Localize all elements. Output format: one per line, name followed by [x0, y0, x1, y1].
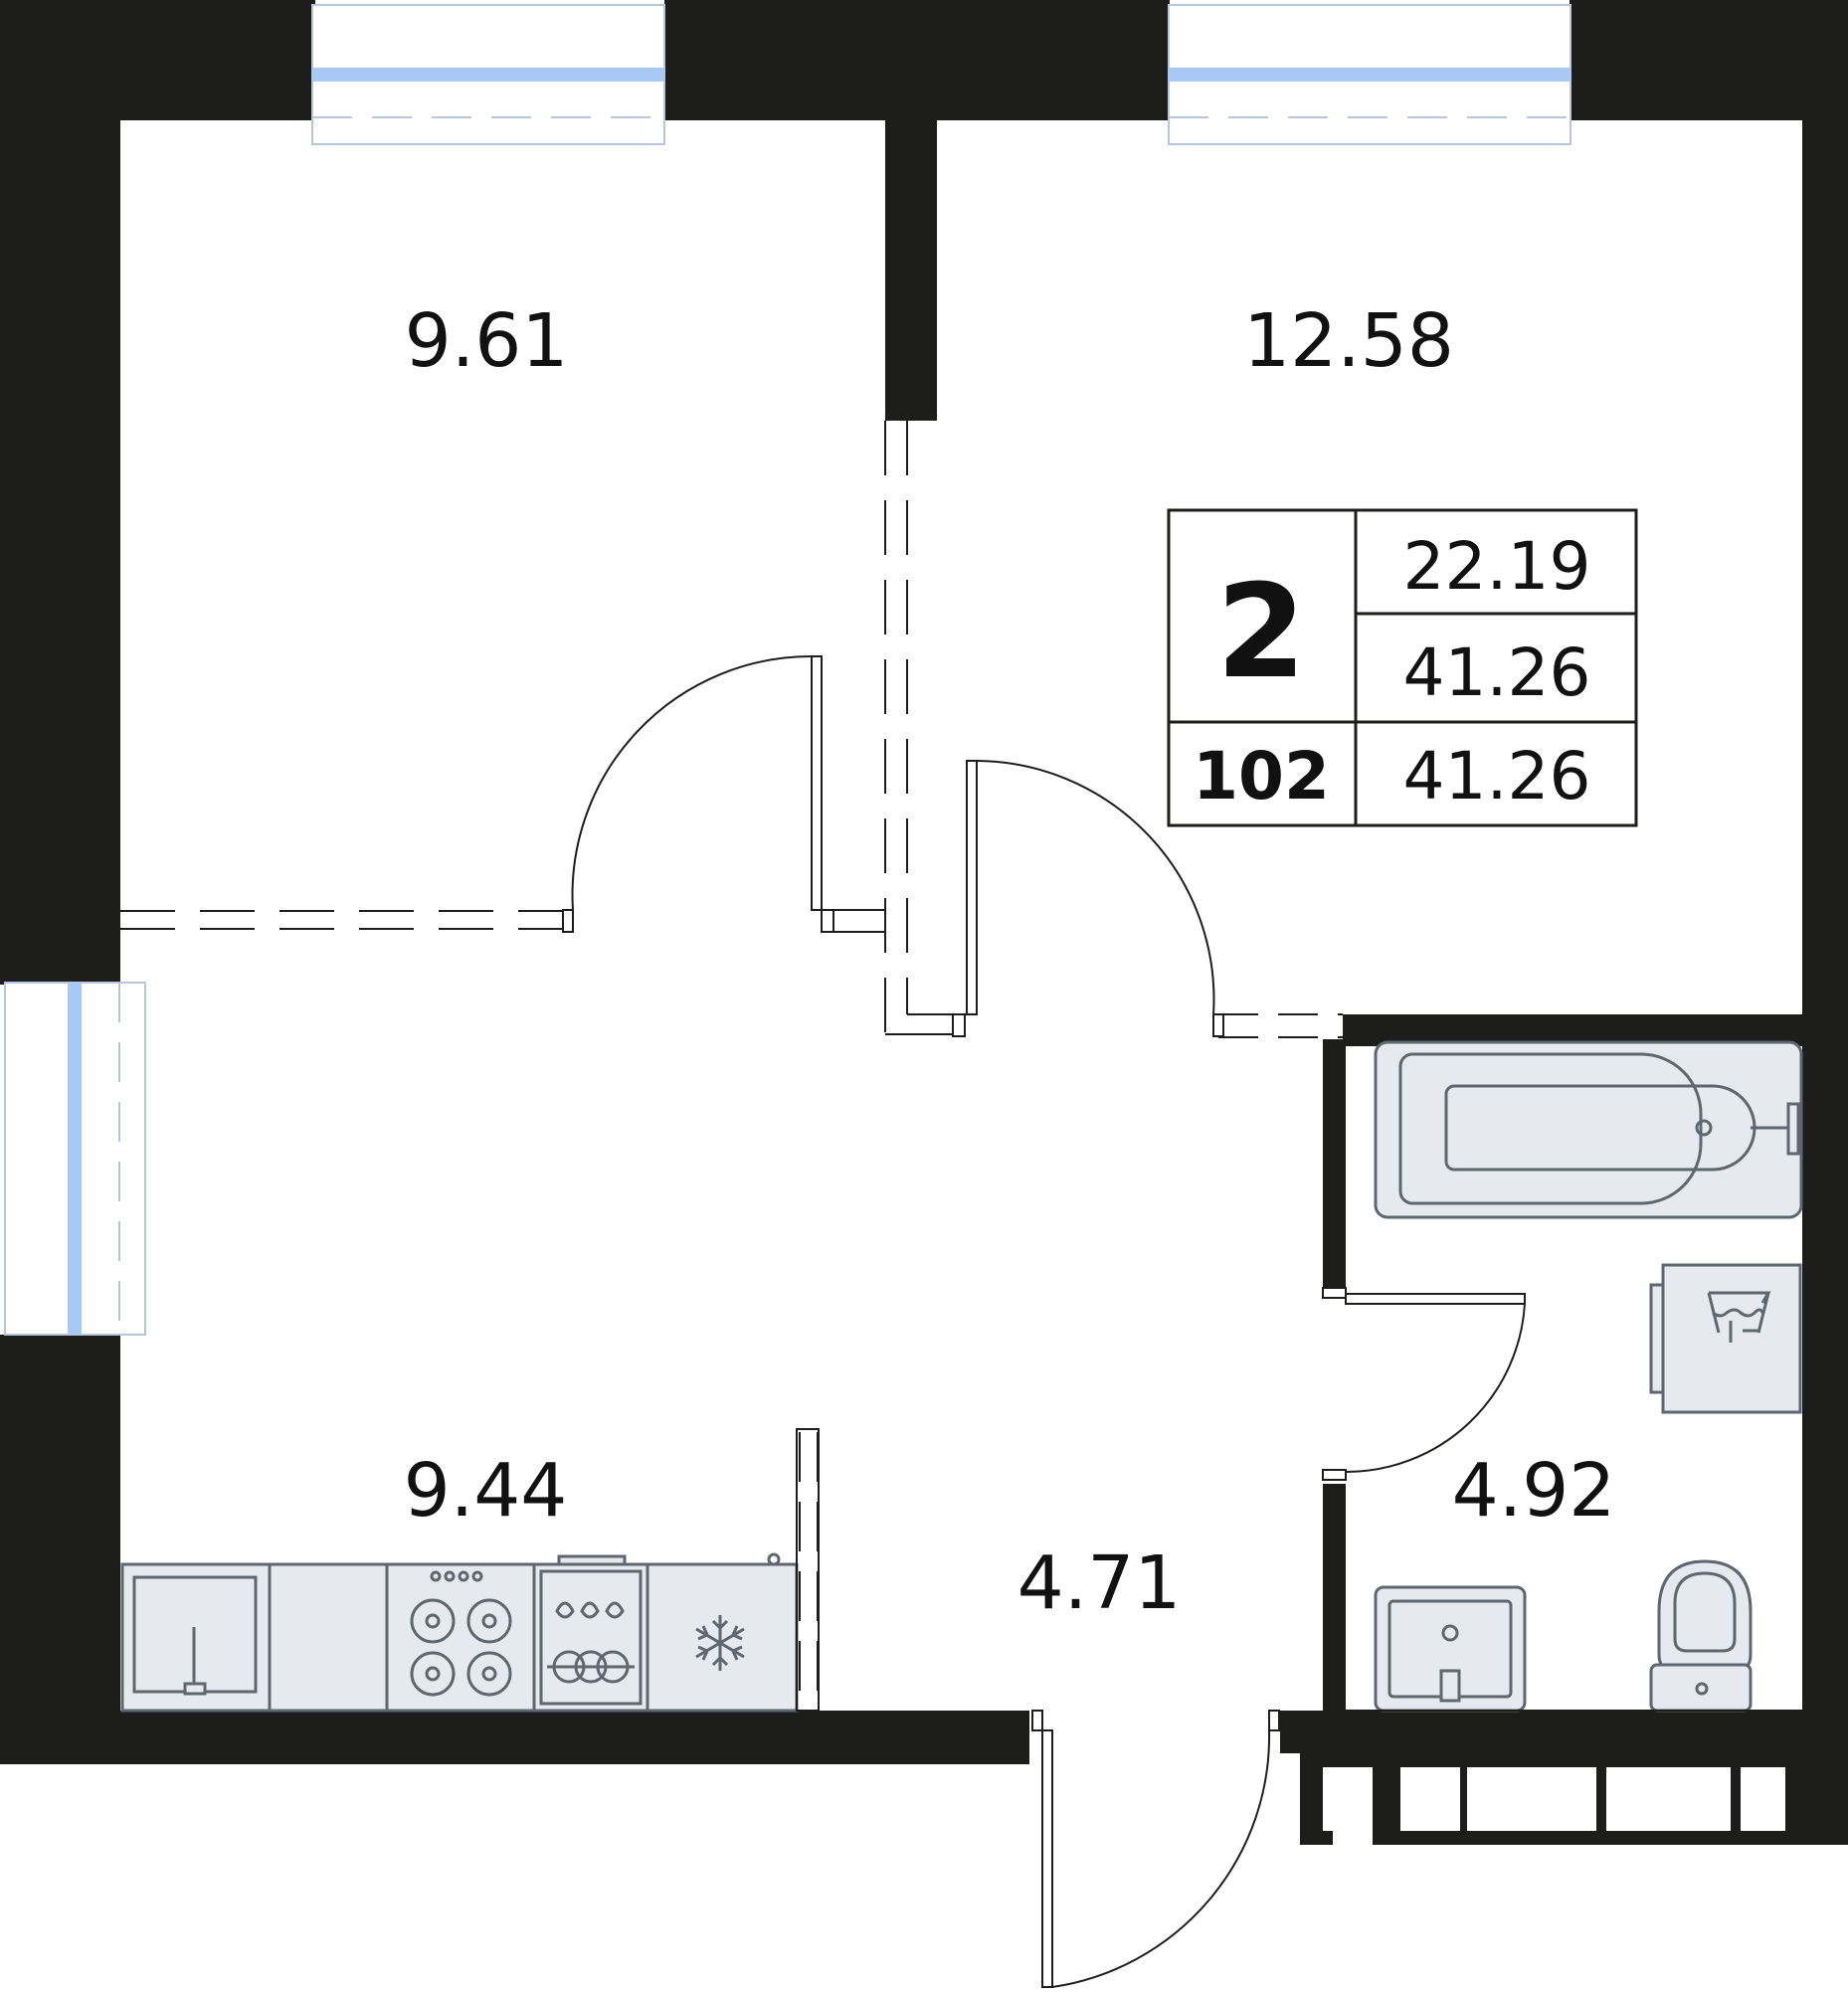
dishwasher-icon: [532, 1554, 649, 1713]
apartment-number: 102: [1193, 738, 1330, 815]
window-top-right: [1168, 4, 1571, 145]
door-right-bedroom: [885, 760, 1224, 1037]
room-area-bathroom: 4.92: [1452, 1448, 1616, 1534]
window-top-left: [311, 4, 665, 145]
door-bathroom: [1322, 1287, 1526, 1481]
fridge-icon: [646, 1552, 799, 1713]
radiator-grille: [1300, 1753, 1848, 1845]
room-area-bedroom-left: 9.61: [405, 298, 569, 384]
exterior-walls: [0, 0, 1848, 1764]
kitchen-counter: [120, 1562, 536, 1713]
room-area-kitchen: 9.44: [404, 1448, 568, 1534]
door-entrance: [1031, 1710, 1280, 1988]
room-area-bedroom-right: 12.58: [1243, 298, 1454, 384]
apartment-info-box: 2 102 22.19 41.26 41.26: [1167, 508, 1638, 827]
living-area: 22.19: [1403, 528, 1591, 605]
kitchen-partition: [796, 1428, 820, 1712]
sink-icon: [1374, 1585, 1527, 1713]
door-left-bedroom: [562, 654, 885, 933]
total-area: 41.26: [1403, 634, 1591, 711]
window-left: [4, 982, 146, 1336]
total-area-with-balcony: 41.26: [1403, 738, 1591, 815]
zone-boundaries: [120, 421, 1343, 1711]
room-area-hallway: 4.71: [1017, 1540, 1182, 1626]
rooms-count: 2: [1216, 556, 1306, 707]
bathtub-icon: [1374, 1040, 1803, 1219]
toilet-icon: [1649, 1559, 1753, 1713]
stove-icon: [410, 1570, 512, 1697]
washing-machine-icon: [1649, 1263, 1802, 1414]
